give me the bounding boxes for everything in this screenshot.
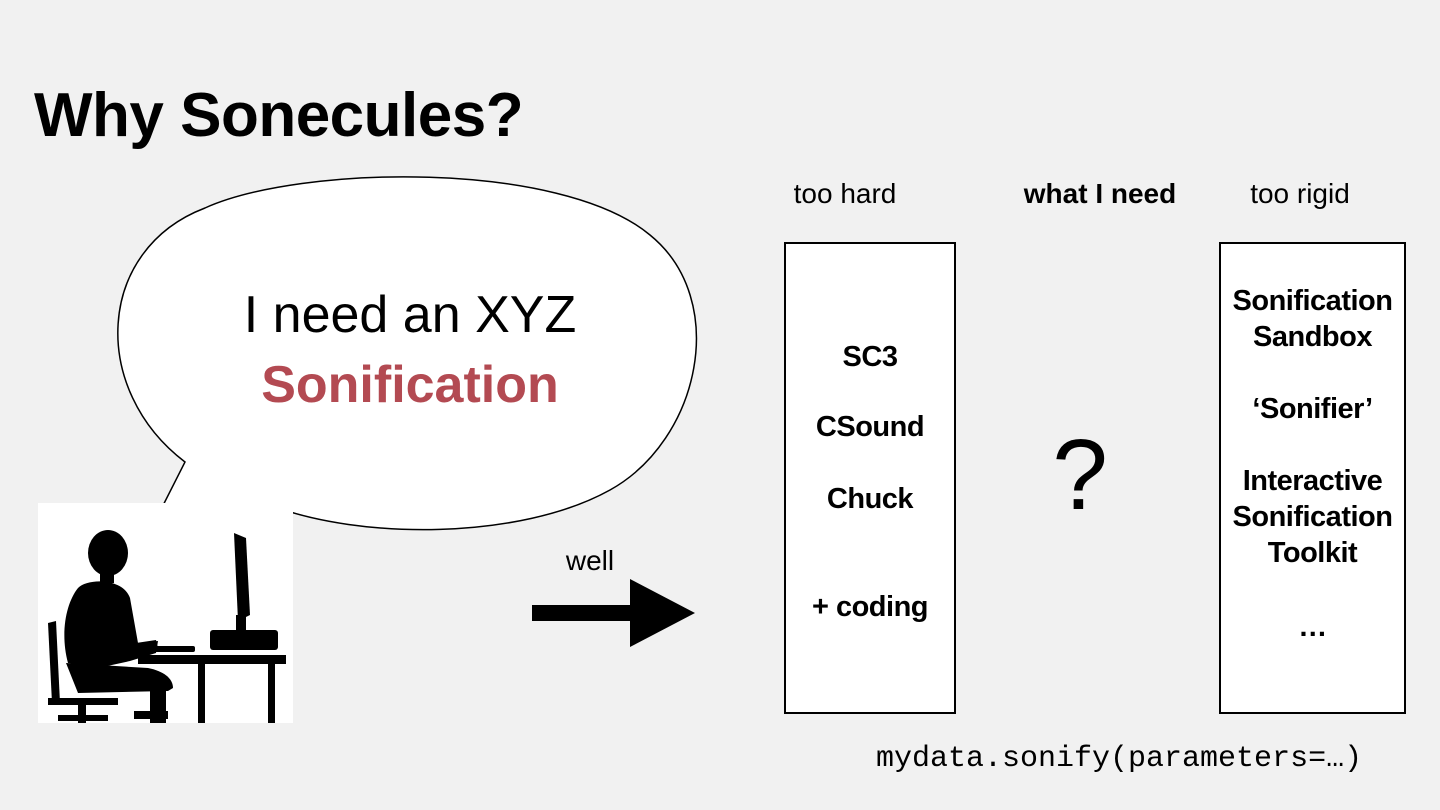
arrow-right-icon: [532, 579, 695, 647]
arrow-label: well: [565, 545, 615, 576]
list-item-ellipsis: …: [1298, 611, 1327, 643]
too-rigid-box: Sonification Sandbox ‘Sonifier’ Interact…: [1219, 242, 1406, 714]
code-snippet: mydata.sonify(parameters=…): [876, 742, 1363, 776]
column-heading-too-hard: too hard: [793, 178, 897, 209]
column-heading-what-i-need: what I need: [1023, 178, 1177, 209]
list-item-sc3: SC3: [842, 341, 898, 373]
list-item-sonifier: ‘Sonifier’: [1252, 393, 1373, 425]
person-at-computer-icon: [48, 530, 286, 723]
list-item-coding: + coding: [811, 591, 929, 623]
column-heading-too-rigid: too rigid: [1250, 178, 1350, 209]
too-hard-box: SC3 CSound Chuck + coding: [784, 242, 956, 714]
question-mark: ?: [1052, 419, 1108, 531]
list-item-sonification-sandbox-line1: Sonification: [1232, 285, 1393, 317]
list-item-ist-line1: Interactive: [1242, 465, 1383, 497]
list-item-chuck: Chuck: [826, 483, 914, 515]
list-item-csound: CSound: [815, 411, 925, 443]
list-item-ist-line3: Toolkit: [1267, 537, 1358, 569]
slide-title: Why Sonecules?: [34, 81, 524, 150]
list-item-ist-line2: Sonification: [1232, 501, 1393, 533]
bubble-text-line1: I need an XYZ: [243, 286, 577, 344]
list-item-sonification-sandbox-line2: Sandbox: [1253, 321, 1372, 353]
bubble-text-sonification: Sonification: [261, 356, 559, 414]
